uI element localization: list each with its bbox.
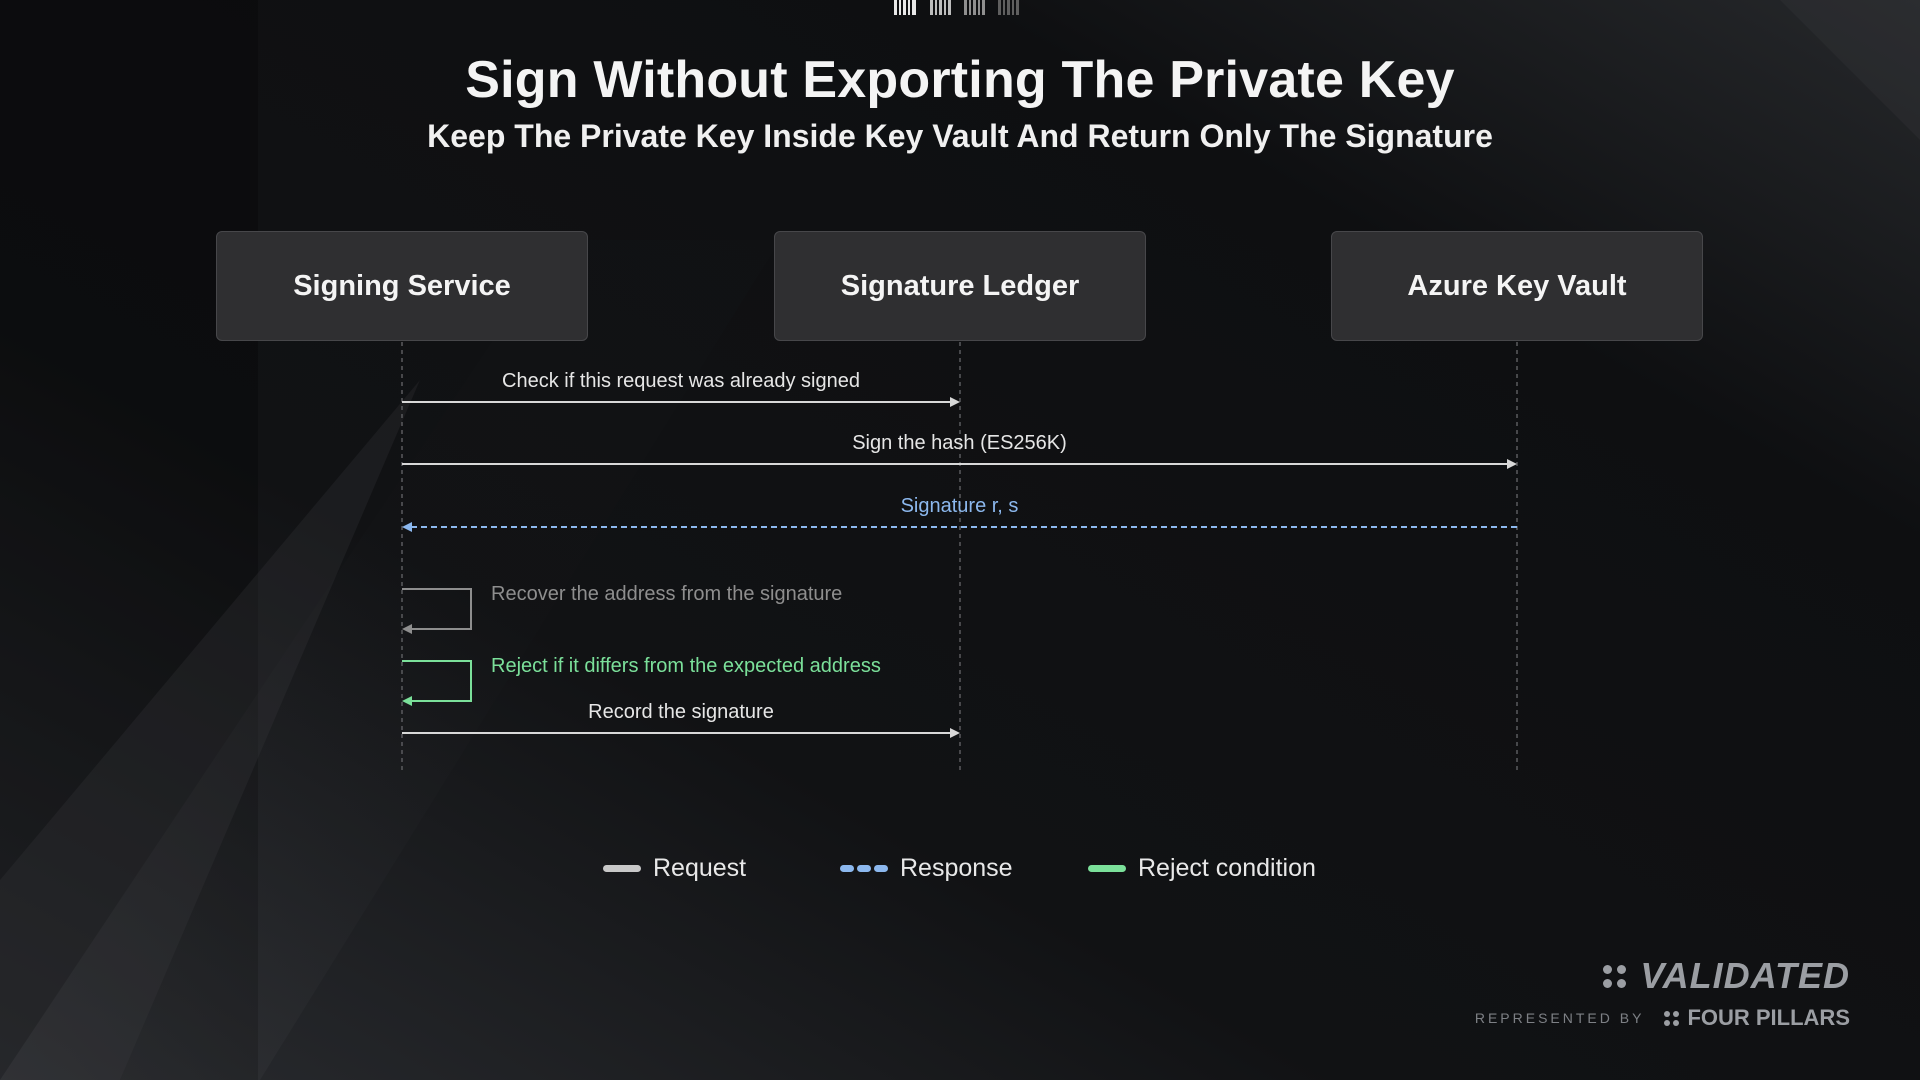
partner-dots-icon <box>1664 1010 1680 1026</box>
brand-block: VALIDATED REPRESENTED BY FOUR PILLARS <box>1475 955 1850 1031</box>
message-arrowhead-5 <box>950 728 960 738</box>
participant-azure-key-vault: Azure Key Vault <box>1331 231 1703 341</box>
message-arrowhead-0 <box>950 397 960 407</box>
legend-response: Response <box>840 848 1013 888</box>
message-label-1: Sign the hash (ES256K) <box>852 432 1067 454</box>
message-label-5: Record the signature <box>588 701 774 723</box>
page-subtitle: Keep The Private Key Inside Key Vault An… <box>427 118 1493 154</box>
brand-dots-icon <box>1603 964 1627 988</box>
message-arrowhead-1 <box>1507 459 1517 469</box>
legend-response-label: Response <box>900 853 1013 882</box>
message-arrow-4 <box>402 660 472 702</box>
participant-signing-service: Signing Service <box>216 231 588 341</box>
message-arrowhead-4 <box>402 696 412 706</box>
request-swatch-icon <box>603 864 641 872</box>
legend: Request Response Reject condition <box>0 848 1920 888</box>
legend-reject-label: Reject condition <box>1138 853 1316 882</box>
partner-logo: FOUR PILLARS <box>1664 1005 1850 1031</box>
partner-name: FOUR PILLARS <box>1687 1005 1850 1030</box>
page-title: Sign Without Exporting The Private Key <box>465 51 1455 109</box>
message-label-3: Recover the address from the signature <box>491 583 842 605</box>
brand-logo: VALIDATED <box>1475 955 1850 997</box>
brand-subline: REPRESENTED BY FOUR PILLARS <box>1475 1005 1850 1031</box>
brand-represented-by: REPRESENTED BY <box>1474 1010 1645 1026</box>
participant-signature-ledger: Signature Ledger <box>774 231 1146 341</box>
legend-request-label: Request <box>653 853 747 882</box>
message-label-0: Check if this request was already signed <box>502 370 860 392</box>
brand-name: VALIDATED <box>1640 955 1850 996</box>
header-barcode-icon <box>894 0 1019 15</box>
legend-reject: Reject condition <box>1088 848 1316 888</box>
message-arrow-3 <box>402 588 472 630</box>
reject-swatch-icon <box>1088 864 1126 872</box>
message-label-4: Reject if it differs from the expected a… <box>491 655 881 677</box>
response-swatch-icon <box>840 864 888 872</box>
message-arrowhead-3 <box>402 624 412 634</box>
legend-request: Request <box>603 848 746 888</box>
message-arrowhead-2 <box>402 522 412 532</box>
message-label-2: Signature r, s <box>901 495 1019 517</box>
